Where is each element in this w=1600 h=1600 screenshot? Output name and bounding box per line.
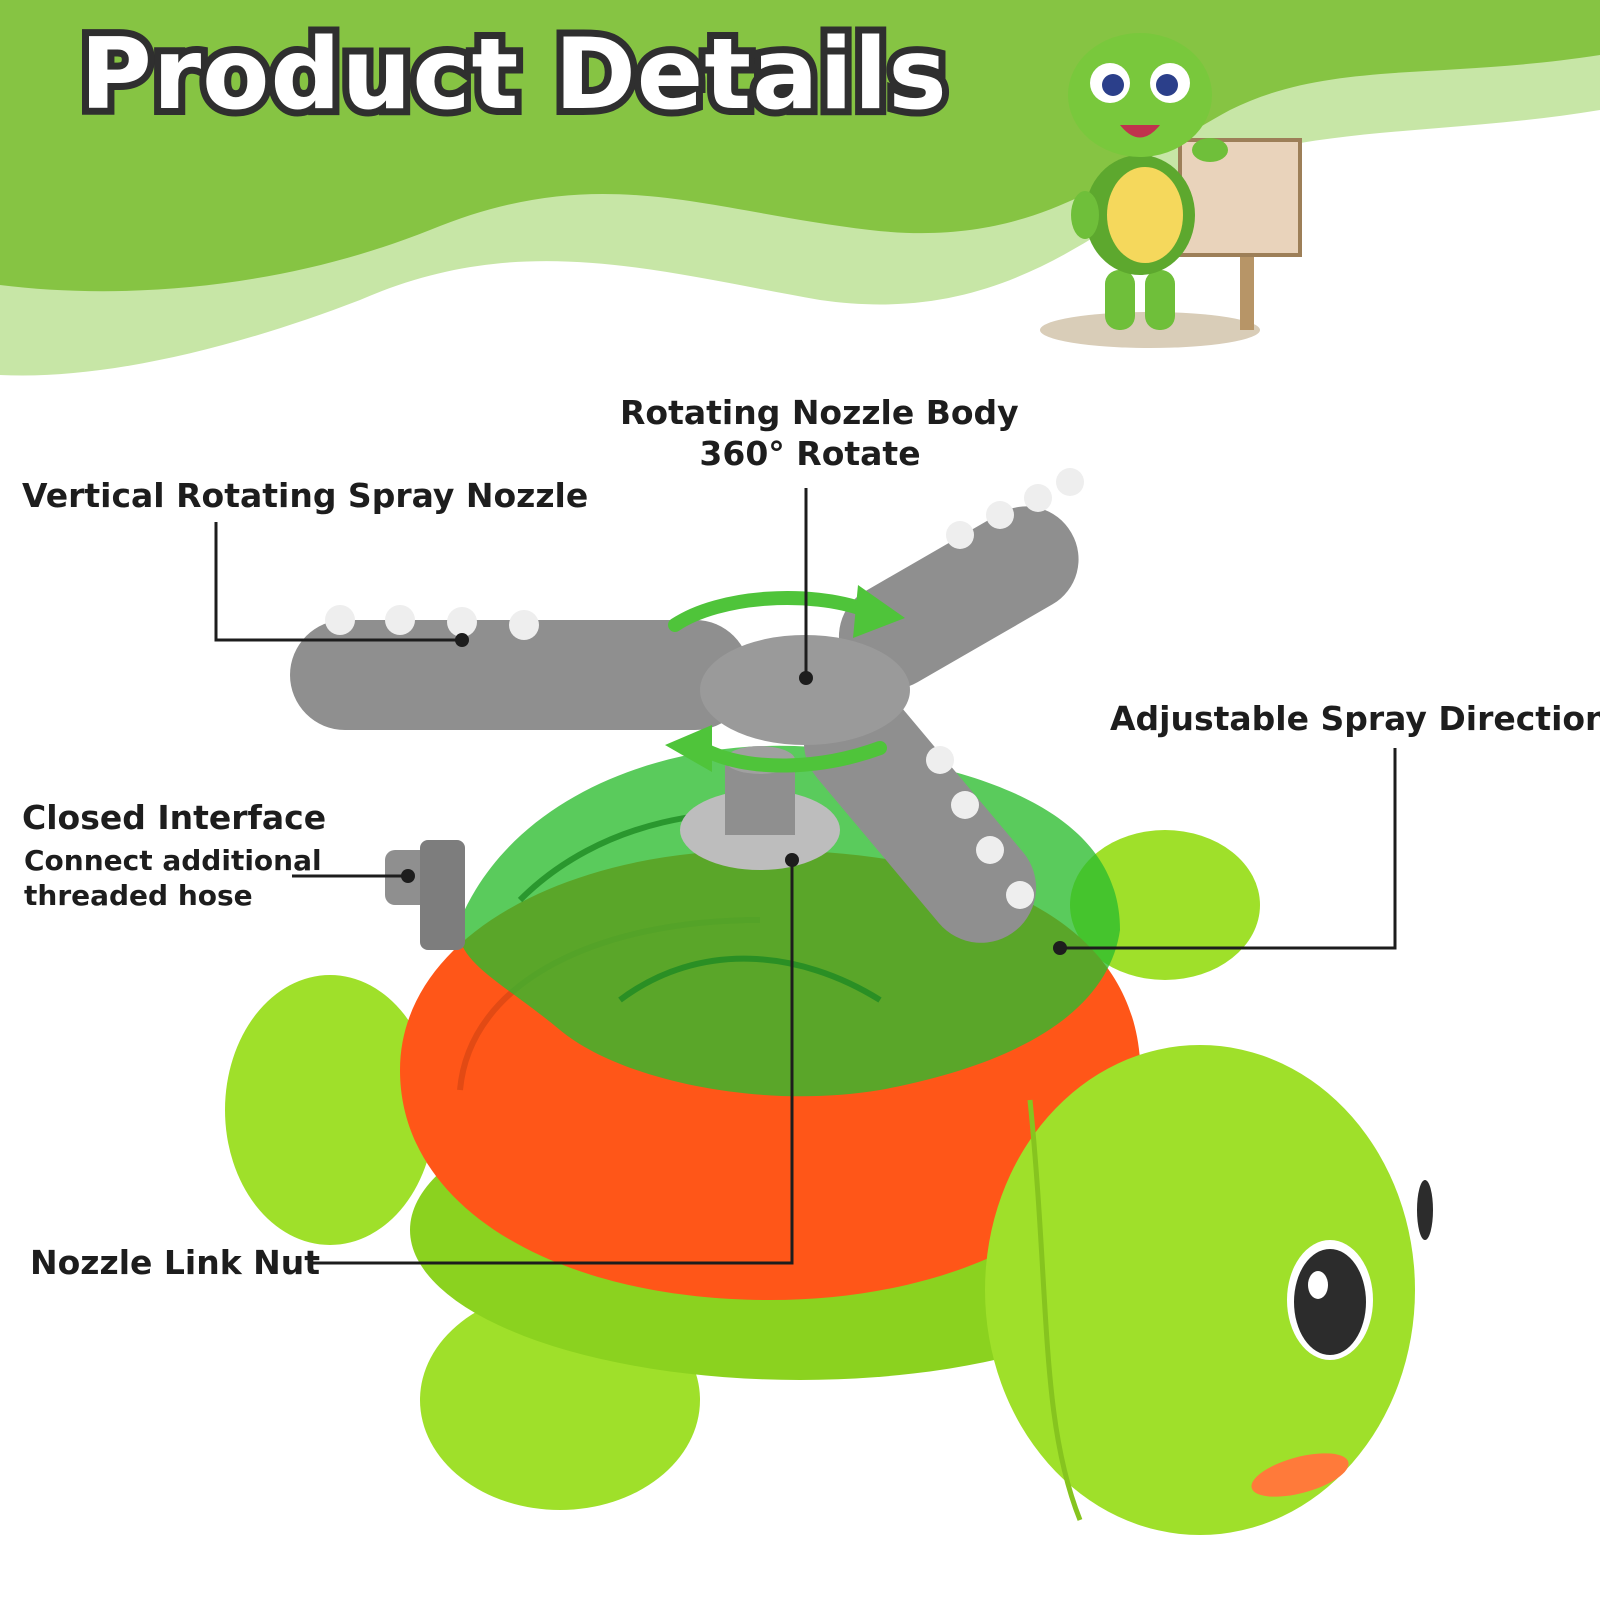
turtle-mascot-icon <box>1040 33 1302 348</box>
label-rotating-body: Rotating Nozzle Body 360° Rotate <box>620 393 1019 473</box>
turtle-sprinkler-toy <box>225 468 1433 1535</box>
label-adjustable-direction: Adjustable Spray Direction <box>1110 699 1600 738</box>
label-closed-interface-desc-line1: Connect additional <box>24 844 322 877</box>
rotation-arrows-icon <box>665 585 905 773</box>
callout-dots <box>401 633 1067 955</box>
label-vertical-nozzle: Vertical Rotating Spray Nozzle <box>22 476 589 515</box>
page-title: Product Details <box>73 11 954 139</box>
label-rotating-body-line2: 360° Rotate <box>699 434 921 473</box>
label-closed-interface-desc: Connect additional threaded hose <box>24 843 322 913</box>
label-link-nut: Nozzle Link Nut <box>30 1243 321 1282</box>
label-rotating-body-line1: Rotating Nozzle Body <box>620 393 1019 432</box>
label-closed-interface-desc-line2: threaded hose <box>24 879 253 912</box>
label-closed-interface: Closed Interface <box>22 798 327 837</box>
callout-lines <box>214 488 1397 1265</box>
